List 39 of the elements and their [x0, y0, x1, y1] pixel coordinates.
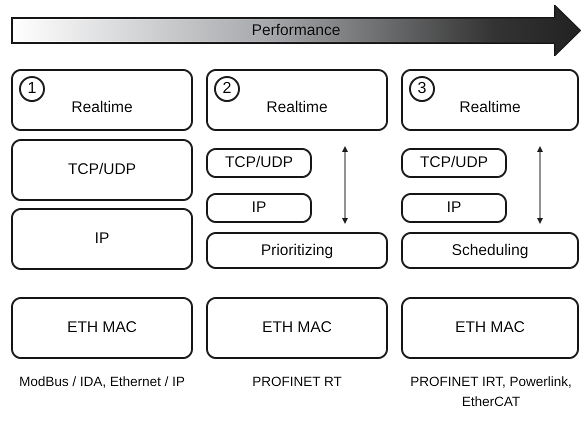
node-text: 3 — [418, 80, 426, 98]
layer-box — [401, 232, 579, 269]
node-text: IP — [252, 199, 266, 217]
node-text: IP — [446, 199, 462, 217]
caption-text: PROFINET RT — [251, 373, 343, 391]
layer-box — [401, 297, 579, 359]
layer-box — [206, 69, 388, 131]
node-text: Realtime — [71, 99, 133, 117]
node-text: IP — [94, 230, 110, 248]
number-circle — [19, 76, 45, 102]
node-text: 1 — [28, 80, 36, 98]
node-text: 2 — [222, 80, 232, 98]
layer-box — [206, 297, 388, 359]
layer-box — [11, 297, 193, 359]
node-text: Realtime — [266, 99, 328, 117]
layer-box — [206, 232, 388, 269]
node-text: TCP/UDP — [420, 154, 488, 172]
layer-box — [11, 208, 193, 270]
node-text: TCP/UDP — [224, 154, 294, 172]
number-circle — [214, 76, 240, 102]
layer-box — [401, 69, 579, 131]
node-text: Performance — [252, 22, 340, 40]
layer-box — [11, 139, 193, 201]
layer-box — [11, 69, 193, 131]
node-text: ETH MAC — [262, 319, 332, 337]
node-text: TCP/UDP — [68, 161, 136, 179]
layer-box — [206, 193, 312, 223]
node-text: Realtime — [459, 99, 521, 117]
layer-box — [401, 148, 507, 178]
node-text: ETH MAC — [455, 319, 525, 337]
caption-text: PROFINET IRT, Powerlink, EtherCAT — [409, 373, 573, 412]
caption-text: ModBus / IDA, Ethernet / IP — [18, 373, 186, 391]
layer-box — [401, 193, 507, 223]
node-text: Prioritizing — [260, 242, 334, 260]
node-text: Scheduling — [452, 242, 528, 260]
layer-box — [206, 148, 312, 178]
number-circle — [409, 76, 435, 102]
performance-arrow — [11, 5, 581, 56]
node-text: ETH MAC — [67, 319, 137, 337]
